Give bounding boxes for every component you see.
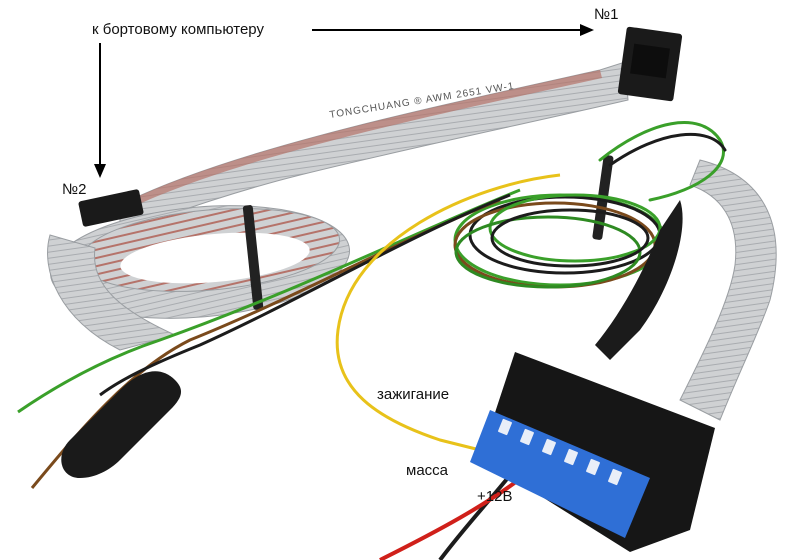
- cable-tie-left: [242, 205, 264, 310]
- connector-1-body: [617, 26, 683, 102]
- ribbon-coil-inner: [120, 232, 310, 284]
- wire-yellow-ignition: [335, 173, 561, 457]
- label-ground: масса: [406, 462, 448, 479]
- sensor-probe: [61, 371, 182, 478]
- label-connector-2: №2: [62, 181, 87, 198]
- wire-black-long: [99, 193, 511, 397]
- blue-terminal-strip: [470, 410, 650, 538]
- label-ignition: зажигание: [377, 386, 450, 403]
- main-connector-block: [480, 352, 715, 552]
- label-plus-12v: +12В: [477, 488, 513, 505]
- connector-2-body: [78, 189, 144, 227]
- terminal-screws: [498, 418, 622, 486]
- label-to-onboard-computer: к бортовому компьютеру: [92, 21, 264, 38]
- wire-green-long: [17, 188, 521, 414]
- arrow-to-connector-2: [94, 43, 106, 178]
- ribbon-cable-right: [679, 159, 777, 421]
- wire-bundle: [453, 121, 727, 289]
- label-connector-1: №1: [594, 6, 619, 23]
- ribbon-left-band: [47, 234, 177, 351]
- ribbon-cable-back-red-edge: [120, 70, 602, 212]
- black-sleeve: [595, 200, 683, 360]
- arrow-to-connector-1: [312, 24, 594, 36]
